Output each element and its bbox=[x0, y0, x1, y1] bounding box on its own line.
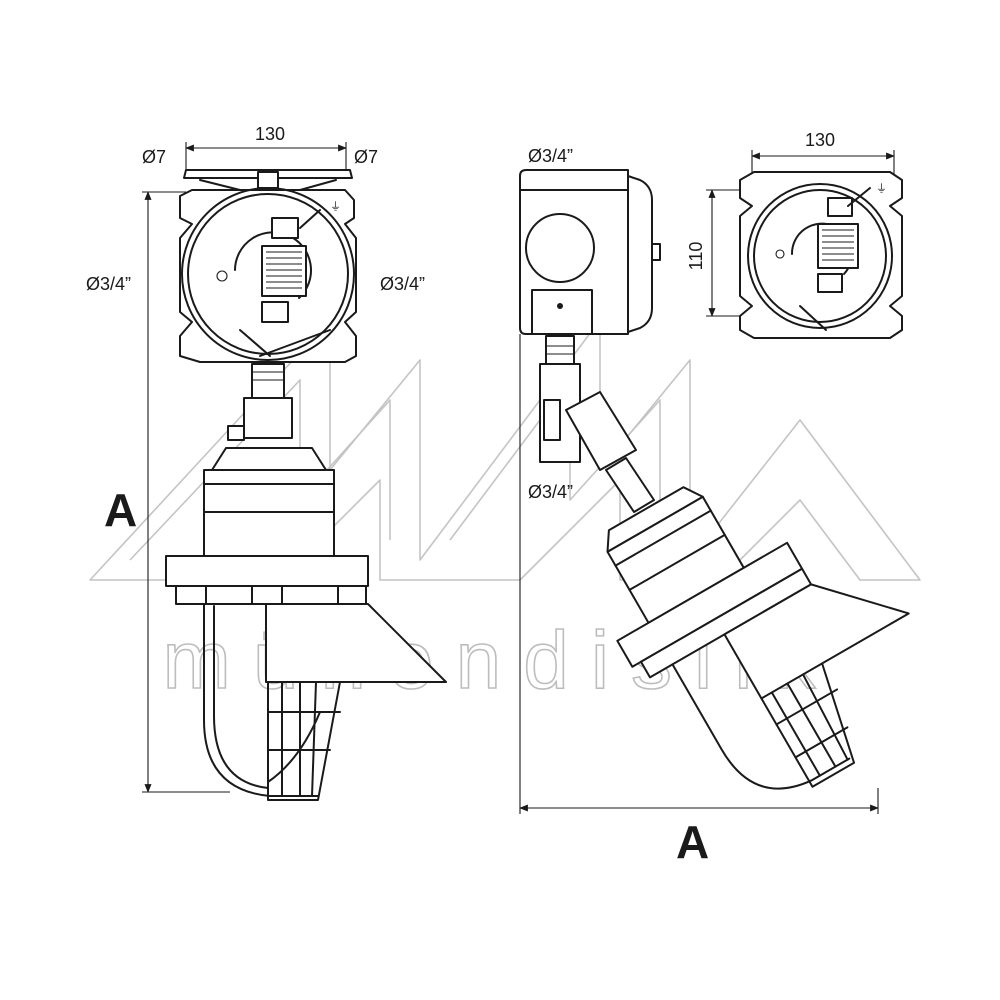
front-fixture-body bbox=[165, 469, 369, 605]
box-screw-icon bbox=[775, 249, 785, 259]
front-entry-right-label: Ø3/4” bbox=[380, 274, 425, 294]
front-entry-left-label: Ø3/4” bbox=[86, 274, 131, 294]
front-hole-left-label: Ø7 bbox=[142, 147, 166, 167]
box-width-dim: 130 bbox=[805, 130, 835, 150]
side-swivel-joint bbox=[539, 335, 655, 513]
front-height-label: A bbox=[104, 484, 137, 536]
box-view: 130 110 ⏚ bbox=[686, 130, 903, 339]
box-junction-box: ⏚ bbox=[739, 171, 903, 339]
front-conduit bbox=[211, 363, 327, 471]
side-width-label: A bbox=[676, 816, 709, 868]
front-junction-box: ⏚ bbox=[179, 187, 357, 363]
front-hole-right-label: Ø7 bbox=[354, 147, 378, 167]
box-height-dim: 110 bbox=[686, 242, 706, 271]
mounting-bracket bbox=[183, 169, 353, 191]
screw-icon bbox=[216, 270, 228, 282]
side-junction-box bbox=[519, 169, 661, 335]
ground-icon: ⏚ bbox=[330, 200, 341, 213]
front-view: 130 Ø7 Ø7 ⏚ bbox=[86, 124, 447, 801]
side-view: Ø3/4” Ø3/4” bbox=[519, 146, 910, 868]
front-reflector bbox=[265, 603, 447, 683]
side-entry-top-label: Ø3/4” bbox=[528, 146, 573, 166]
side-entry-joint-label: Ø3/4” bbox=[528, 482, 573, 502]
side-tilted-fixture bbox=[606, 486, 910, 790]
front-globe bbox=[203, 603, 341, 801]
box-ground-icon: ⏚ bbox=[876, 182, 887, 195]
front-width-dim: 130 bbox=[255, 124, 285, 144]
